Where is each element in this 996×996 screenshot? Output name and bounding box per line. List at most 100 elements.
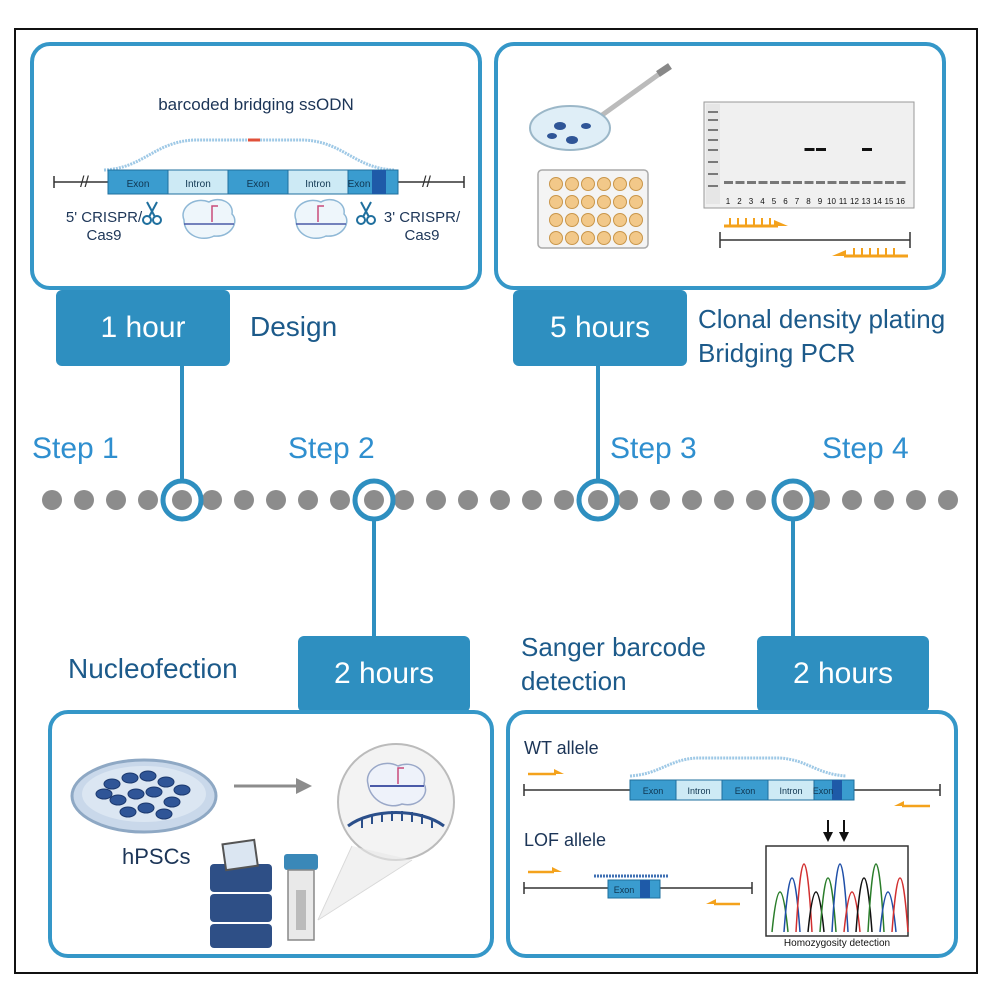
cell-colony (173, 784, 191, 796)
step-3-duration-badge: 5 hours (513, 290, 687, 366)
step-3-title-line-2: Bridging PCR (698, 338, 856, 368)
outer-frame (14, 28, 978, 974)
well (613, 213, 627, 227)
segment-exon-1 (107, 169, 169, 195)
well-plate-icon (537, 169, 649, 249)
left-cas9-label-line-1: 5' CRISPR/ (66, 209, 143, 226)
cell-colony (121, 772, 139, 784)
segment-exon-2 (227, 169, 289, 195)
lof-allele-diagram (523, 867, 753, 906)
timeline-dot (330, 490, 350, 510)
gel-lane-label: 8 (806, 197, 811, 206)
milestone-dot-2 (364, 490, 384, 510)
chromatogram-peak (843, 891, 861, 933)
chromatogram-peak (771, 891, 789, 933)
gel-band (735, 181, 745, 184)
well (581, 213, 595, 227)
sanger-panel: WT allele LOF allele Exon Intron (506, 710, 958, 958)
timeline-dot (394, 490, 414, 510)
timeline-dot (106, 490, 126, 510)
homozygosity-caption: Homozygosity detection (784, 938, 890, 949)
cell-colony (139, 770, 157, 782)
gel-band (793, 181, 802, 184)
timeline-dot (842, 490, 862, 510)
segment-exon-2-label: Exon (247, 179, 270, 190)
timeline-dot (138, 490, 158, 510)
wt-segment-label-5: Exon (813, 786, 834, 796)
timeline-dot (554, 490, 574, 510)
timeline-dot (426, 490, 446, 510)
cas9-complex-icon-left (182, 198, 236, 240)
gel-lane-label: 9 (818, 197, 823, 206)
gel-band (804, 181, 814, 184)
nucleofection-illustration: hPSCs (70, 743, 455, 948)
nucleofector-device-icon (210, 838, 272, 948)
cell-colony (109, 794, 127, 806)
gel-band (781, 181, 791, 184)
ssodn-strand (103, 138, 395, 172)
well (565, 213, 579, 227)
hpsc-label: hPSCs (122, 844, 190, 869)
gel-lane-label: 13 (862, 197, 871, 206)
cell-culture-dish-icon (70, 758, 218, 834)
chromatogram-peak (867, 863, 885, 933)
bridging-pcr-diagram (719, 218, 911, 258)
cell-colony (155, 808, 173, 820)
nucleofection-panel: hPSCs (48, 710, 494, 958)
step-1-label: Step 1 (32, 432, 119, 465)
segment-intron-2 (287, 169, 349, 195)
gel-band-strong (816, 148, 826, 151)
lof-allele-label: LOF allele (524, 830, 606, 850)
wt-segment-label-1: Exon (643, 786, 664, 796)
petri-dish-icon (529, 105, 611, 151)
timeline-dots (42, 490, 958, 510)
chromatogram-peak (855, 877, 873, 933)
gel-lane-label: 2 (737, 197, 742, 206)
timeline-dot (682, 490, 702, 510)
step-1-duration-badge: 1 hour (56, 290, 230, 366)
timeline-dot (74, 490, 94, 510)
well (581, 177, 595, 191)
chromatogram-peak (831, 863, 849, 933)
chromatogram-peak (783, 877, 801, 933)
gel-band (747, 181, 756, 184)
sanger-illustration: WT allele LOF allele Exon Intron (523, 738, 941, 949)
chromatogram-peak (807, 891, 825, 933)
milestone-dot-1 (172, 490, 192, 510)
step-1-title: Design (250, 311, 338, 342)
cell-colony (103, 778, 121, 790)
gel-lane-label: 16 (896, 197, 905, 206)
step-4-label: Step 4 (822, 432, 909, 465)
milestone-dot-3 (588, 490, 608, 510)
gel-lane-label: 7 (795, 197, 800, 206)
gel-lane-label: 10 (827, 197, 836, 206)
well (565, 231, 579, 245)
gel-band (827, 181, 837, 184)
timeline-dot (266, 490, 286, 510)
well (597, 231, 611, 245)
gel-lane-label: 12 (850, 197, 859, 206)
cuvette-icon (284, 854, 318, 941)
well (629, 177, 643, 191)
right-cas9-label-line-1: 3' CRISPR/ (384, 209, 461, 226)
timeline-dot (938, 490, 958, 510)
gel-band (850, 181, 860, 184)
pipette-icon (596, 63, 672, 121)
cell-colony (127, 788, 145, 800)
timeline-dot (298, 490, 318, 510)
timeline-dot (906, 490, 926, 510)
gel-band (758, 181, 768, 184)
well (629, 231, 643, 245)
step-4-title-line-2: detection (521, 666, 627, 696)
segment-intron-1 (167, 169, 229, 195)
well (613, 177, 627, 191)
step-3-label: Step 3 (610, 432, 697, 465)
cell-colony (163, 796, 181, 808)
break-mark-left: // (80, 174, 89, 191)
gel-band (770, 181, 779, 184)
timeline-dot (650, 490, 670, 510)
